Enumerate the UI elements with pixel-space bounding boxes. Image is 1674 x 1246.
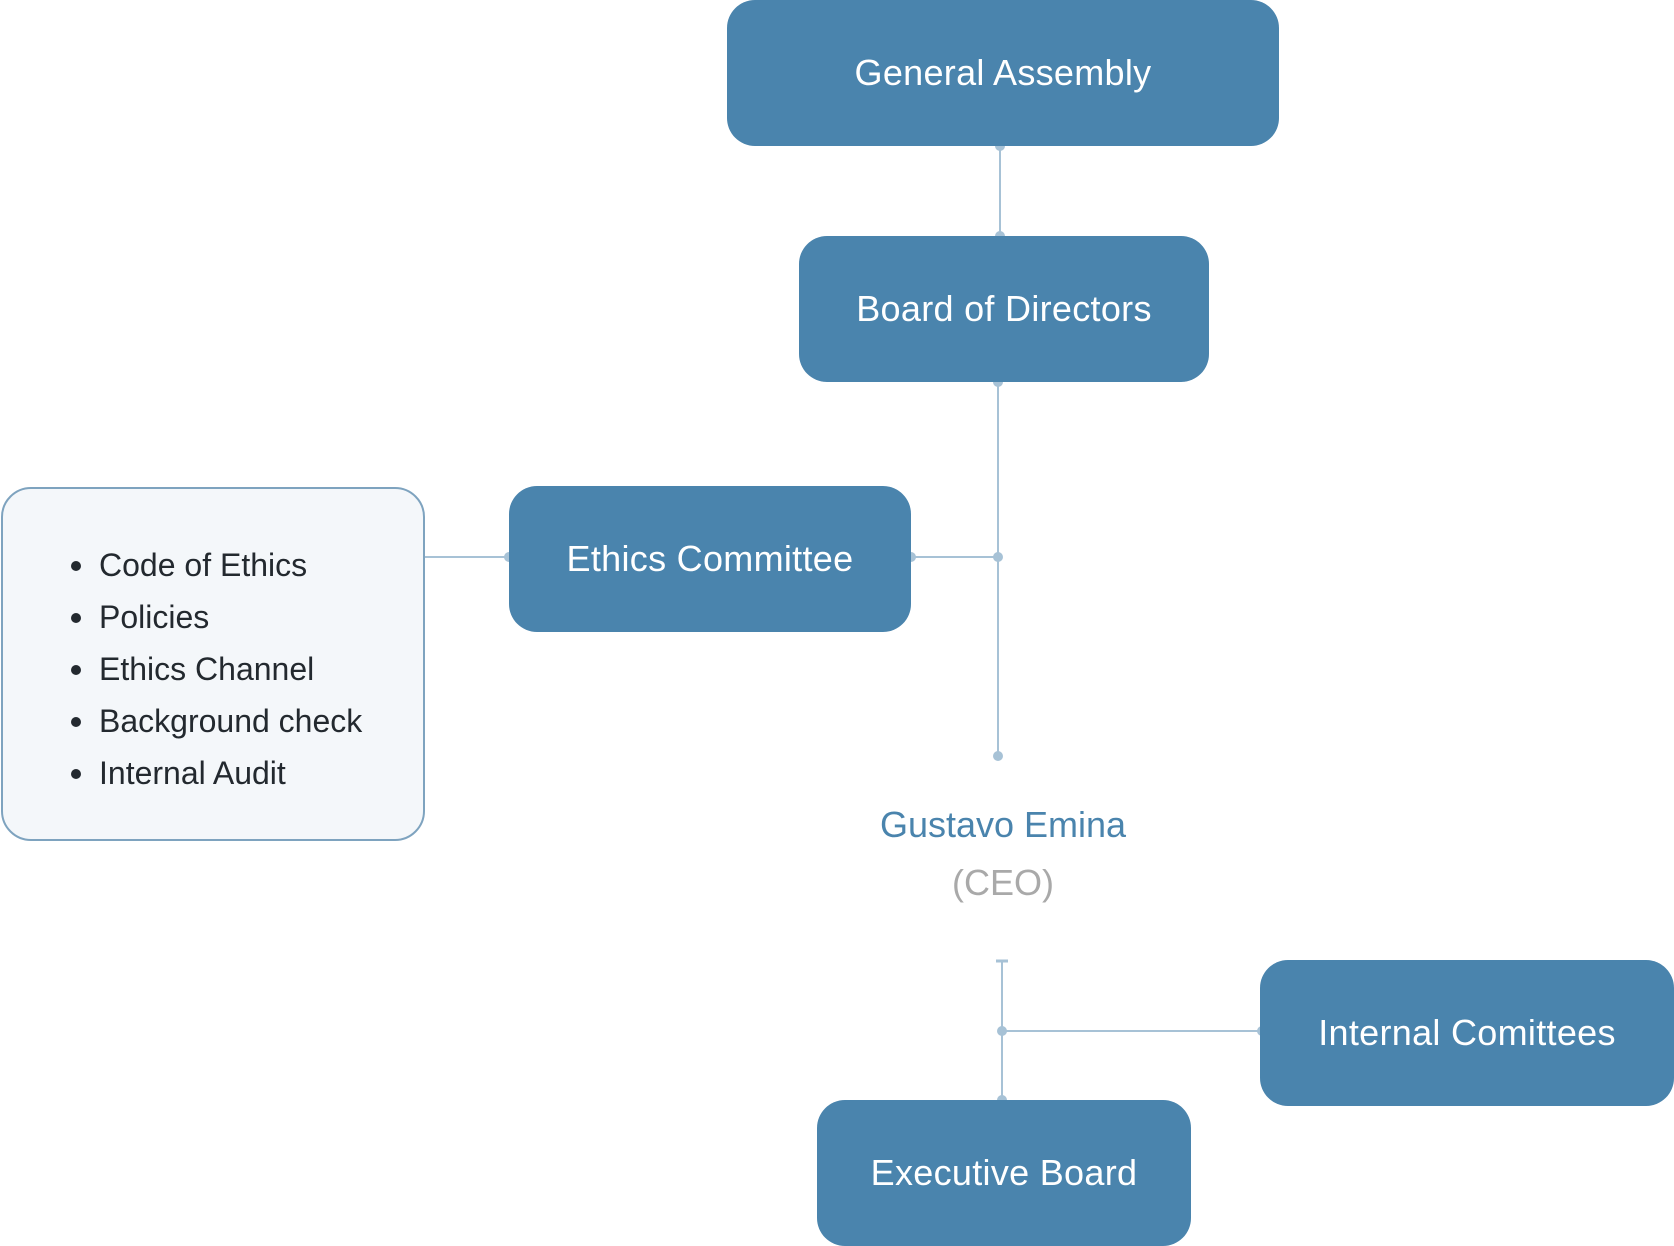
bullet-icon (71, 717, 81, 727)
ethics-items-list: Code of Ethics Policies Ethics Channel B… (65, 539, 362, 799)
board-of-directors-node: Board of Directors (799, 236, 1209, 382)
list-item: Code of Ethics (65, 539, 362, 591)
executive-board-label: Executive Board (870, 1152, 1138, 1193)
internal-committees-node: Internal Comittees (1260, 960, 1674, 1106)
list-item-label: Internal Audit (99, 755, 286, 791)
bullet-icon (71, 613, 81, 623)
connector-dot (993, 751, 1003, 761)
bullet-icon (71, 561, 81, 571)
list-item-label: Ethics Channel (99, 651, 315, 687)
ethics-committee-node: Ethics Committee (509, 486, 911, 632)
ethics-committee-label: Ethics Committee (566, 538, 854, 579)
list-item-label: Policies (99, 599, 210, 635)
list-item: Internal Audit (65, 747, 362, 799)
general-assembly-node: General Assembly (727, 0, 1279, 146)
list-item: Policies (65, 591, 362, 643)
general-assembly-label: General Assembly (854, 52, 1152, 93)
internal-committees-label: Internal Comittees (1318, 1012, 1616, 1053)
executive-board-node: Executive Board (817, 1100, 1191, 1246)
list-item-label: Background check (99, 703, 363, 739)
bullet-icon (71, 769, 81, 779)
connector-dot (993, 552, 1003, 562)
list-item: Ethics Channel (65, 643, 362, 695)
list-item-label: Code of Ethics (99, 547, 308, 583)
ceo-role: (CEO) (952, 862, 1054, 903)
board-of-directors-label: Board of Directors (856, 288, 1152, 329)
ethics-items-box: Code of Ethics Policies Ethics Channel B… (1, 487, 425, 841)
connector-dot (997, 1026, 1007, 1036)
ceo-name: Gustavo Emina (879, 804, 1127, 845)
list-item: Background check (65, 695, 362, 747)
bullet-icon (71, 665, 81, 675)
